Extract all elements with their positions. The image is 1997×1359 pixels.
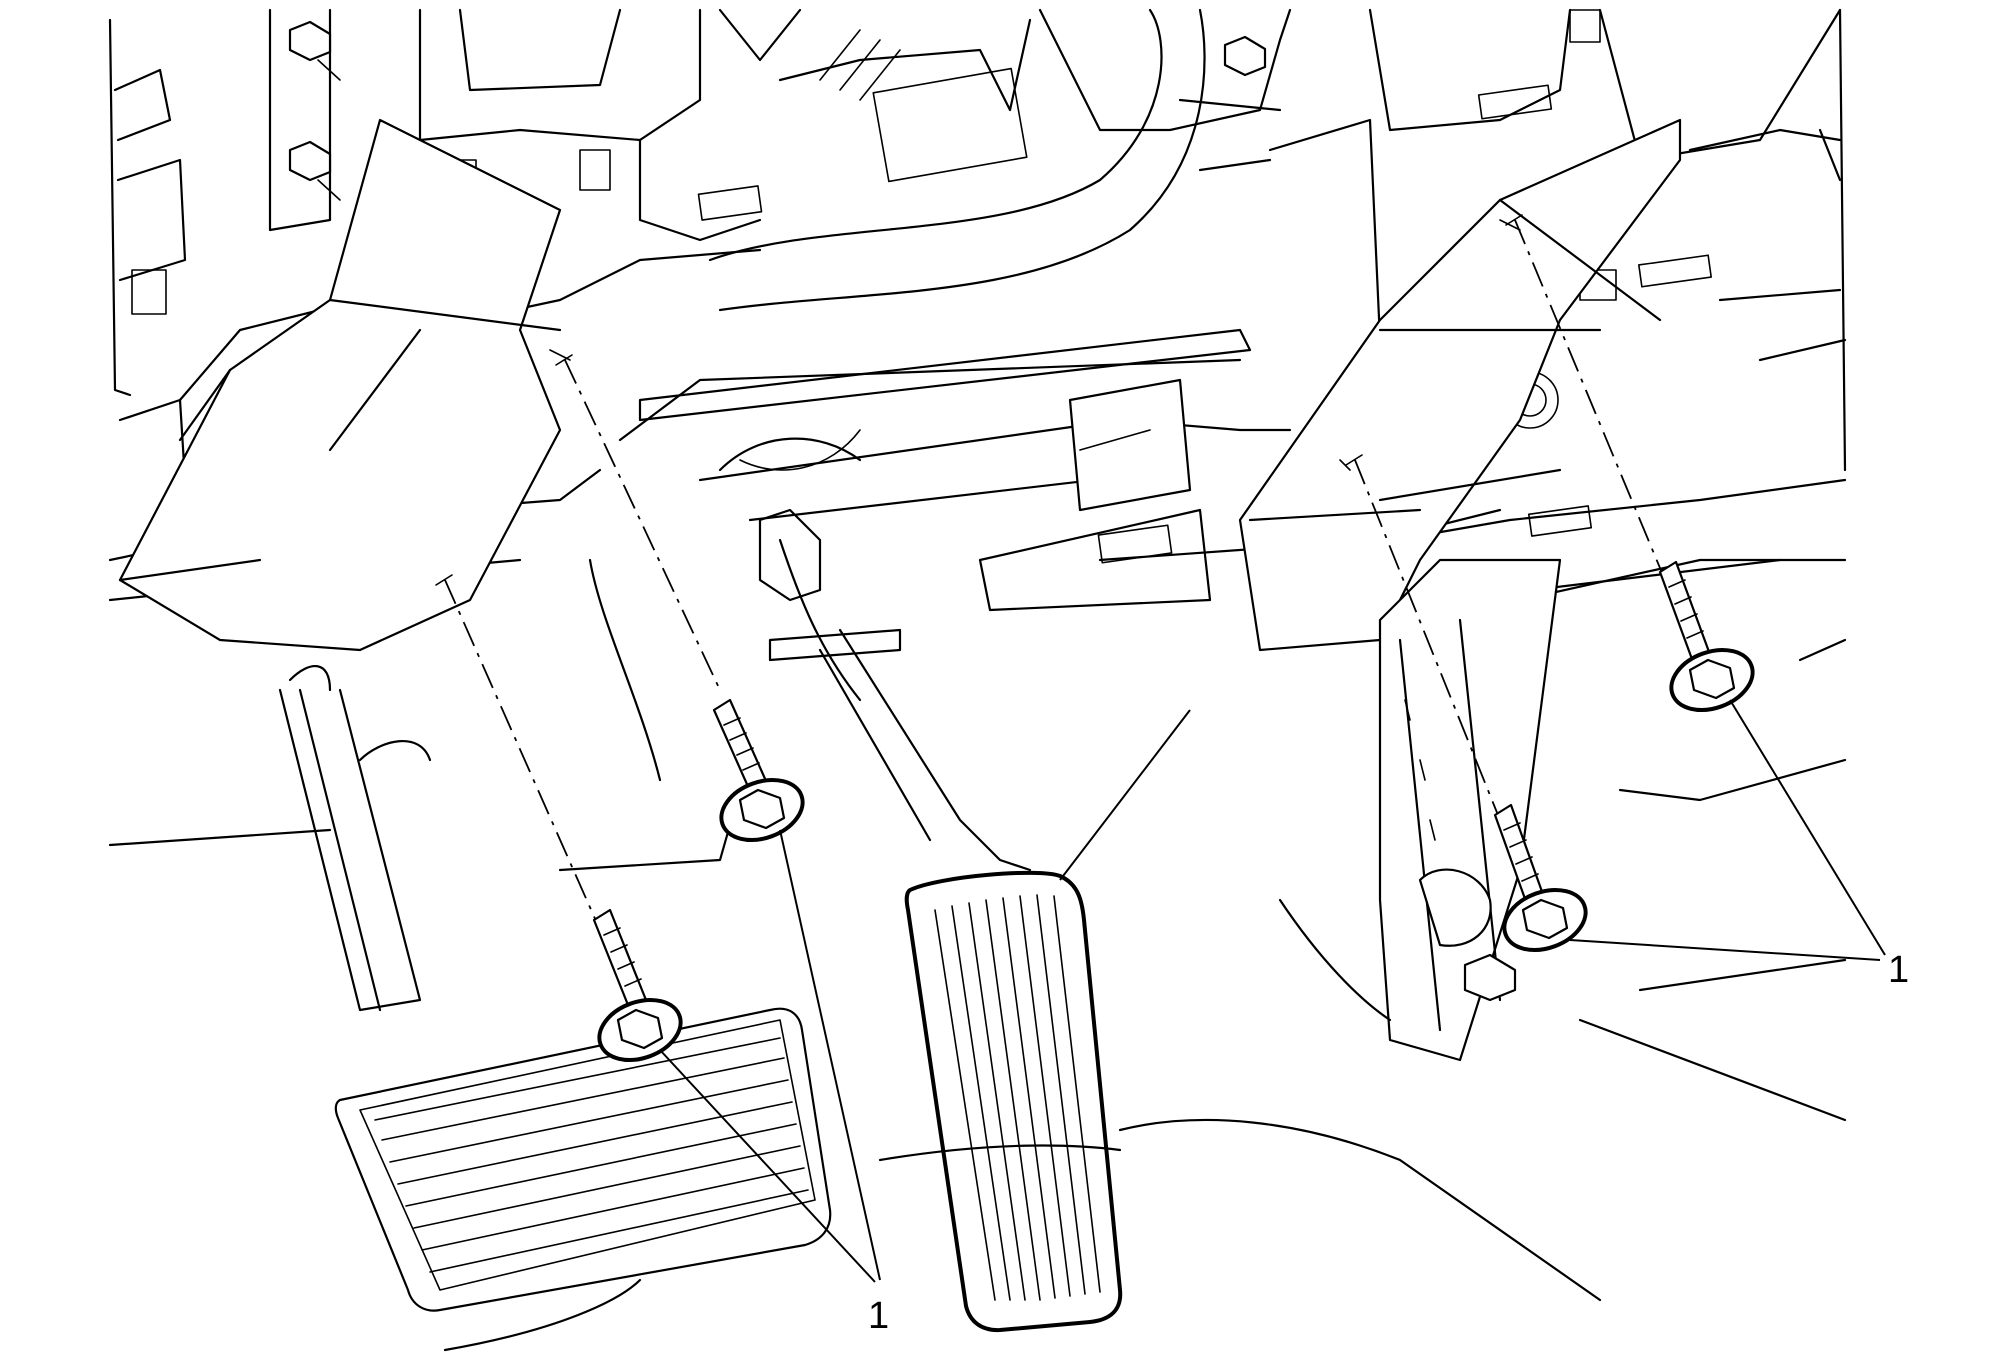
mounting-bolt-4 [1658,560,1755,712]
installation-axes [435,214,1666,931]
mounting-bolt-3 [1493,803,1588,952]
stud-nut-upper-3 [1223,35,1267,77]
brake-pedal-pad [334,1007,832,1312]
accelerator-pedal [778,538,1123,1333]
stud-nut-upper-1 [288,20,341,81]
mounting-bolt-1 [712,698,805,842]
stud-nut-upper-2 [288,140,341,201]
callout-label-bolts-right: 1 [1888,949,1909,991]
accelerator-pad-ribs [934,894,1101,1301]
floor [443,558,1602,1352]
callout-leaders [659,699,1886,1283]
pedal-bracket-right [1238,118,1682,1062]
callout-label-bolts-left: 1 [868,1295,889,1337]
mounting-bolt-2 [592,908,683,1062]
pedal-bracket-left [118,118,571,652]
brake-pad-grooves [374,1037,809,1273]
